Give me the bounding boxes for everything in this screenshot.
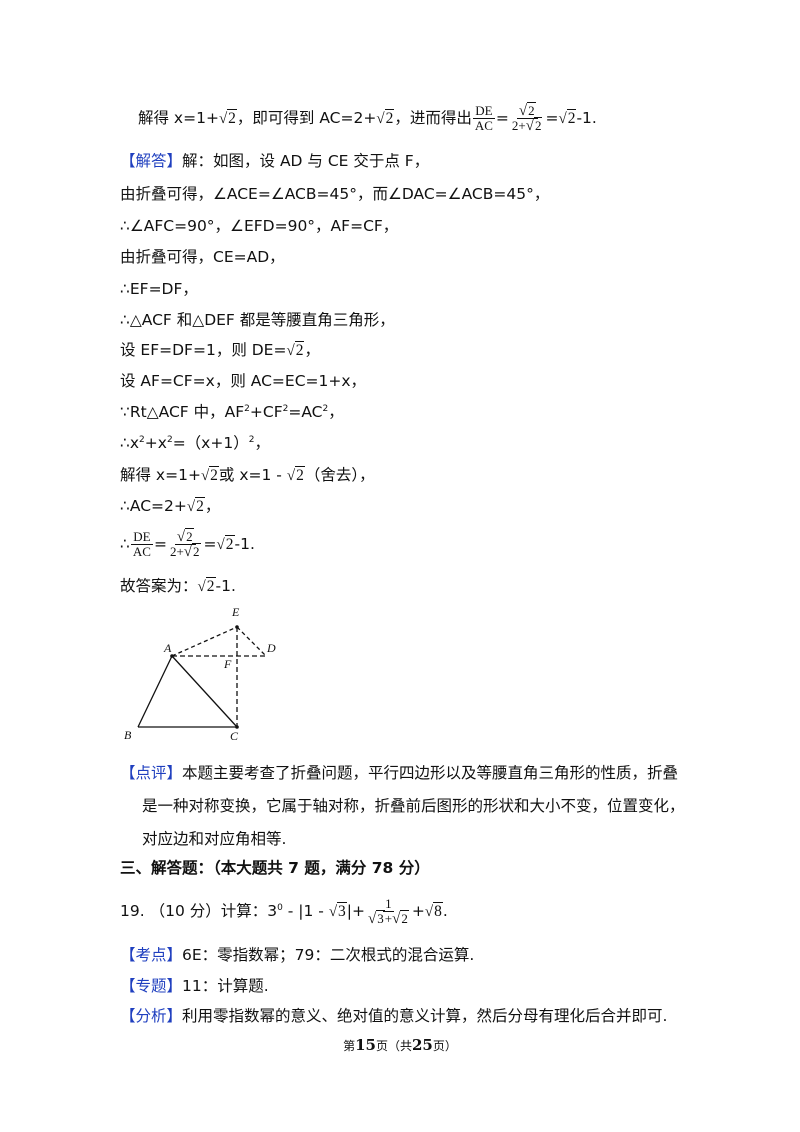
sqrt-2: √2: [558, 109, 577, 127]
section-heading: 三、解答题：（本大题共 7 题，满分 78 分）: [120, 859, 430, 877]
fenxi-tag: 【分析】: [120, 1007, 183, 1025]
geometry-figure: E A D F B C: [124, 605, 276, 740]
line-10: ∵Rt△ACF 中，AF2+CF2=AC2，: [120, 403, 344, 421]
label-a: A: [163, 641, 172, 655]
sqrt-2: √2: [376, 109, 395, 127]
answer-heading: 【解答】解：如图，设 AD 与 CE 交于点 F，: [120, 152, 430, 170]
label-e: E: [231, 605, 240, 619]
label-d: D: [266, 641, 276, 655]
fenxi-line: 【分析】利用零指数幂的意义、绝对值的意义计算，然后分母有理化后合并即可.: [120, 1007, 668, 1025]
kaodian-tag: 【考点】: [120, 946, 183, 964]
line-5: 由折叠可得，CE=AD，: [120, 248, 285, 266]
question-19: 19. （10 分）计算：30 - |1 - √3|+1√3+√2+√8.: [120, 896, 448, 927]
line-7: ∴△ACF 和△DEF 都是等腰直角三角形，: [120, 311, 395, 329]
label-c: C: [230, 729, 239, 740]
line-9: 设 AF=CF=x，则 AC=EC=1+x，: [120, 372, 367, 390]
line-11: ∴x2+x2=（x+1）2，: [120, 434, 270, 452]
line-ab: [137, 655, 173, 728]
line-13: ∴AC=2+√2，: [120, 497, 221, 515]
zhuanti-tag: 【专题】: [120, 977, 183, 995]
line-12: 解得 x=1+√2或 x=1 - √2（舍去），: [120, 466, 375, 484]
comment-line-2: 是一种对称变换，它属于轴对称，折叠前后图形的形状和大小不变，位置变化，: [142, 797, 685, 815]
label-f: F: [223, 657, 232, 671]
line-ac: [171, 655, 238, 728]
line-ed: [236, 626, 267, 657]
zhuanti-line: 【专题】11：计算题.: [120, 977, 269, 995]
sqrt-2: √2: [218, 109, 237, 127]
line-3: 由折叠可得，∠ACE=∠ACB=45°，而∠DAC=∠ACB=45°，: [120, 185, 550, 203]
line-6: ∴EF=DF，: [120, 280, 198, 298]
page-footer: 第15页（共25页）: [343, 1036, 457, 1054]
total-pages: 25: [412, 1036, 433, 1054]
comment-line-3: 对应边和对应角相等.: [142, 830, 287, 848]
comment-line-1: 【点评】本题主要考查了折叠问题，平行四边形以及等腰直角三角形的性质，折叠: [120, 764, 679, 782]
comment-tag: 【点评】: [120, 764, 183, 782]
label-b: B: [124, 728, 132, 740]
line-4: ∴∠AFC=90°，∠EFD=90°，AF=CF，: [120, 217, 399, 235]
line-ae: [171, 626, 238, 657]
kaodian-line: 【考点】6E：零指数幂；79：二次根式的混合运算.: [120, 946, 475, 964]
line-8: 设 EF=DF=1，则 DE=√2，: [120, 341, 320, 359]
answer-tag: 【解答】: [120, 152, 183, 170]
line-15: 故答案为：√2-1.: [120, 577, 236, 595]
page-number: 15: [355, 1036, 376, 1054]
